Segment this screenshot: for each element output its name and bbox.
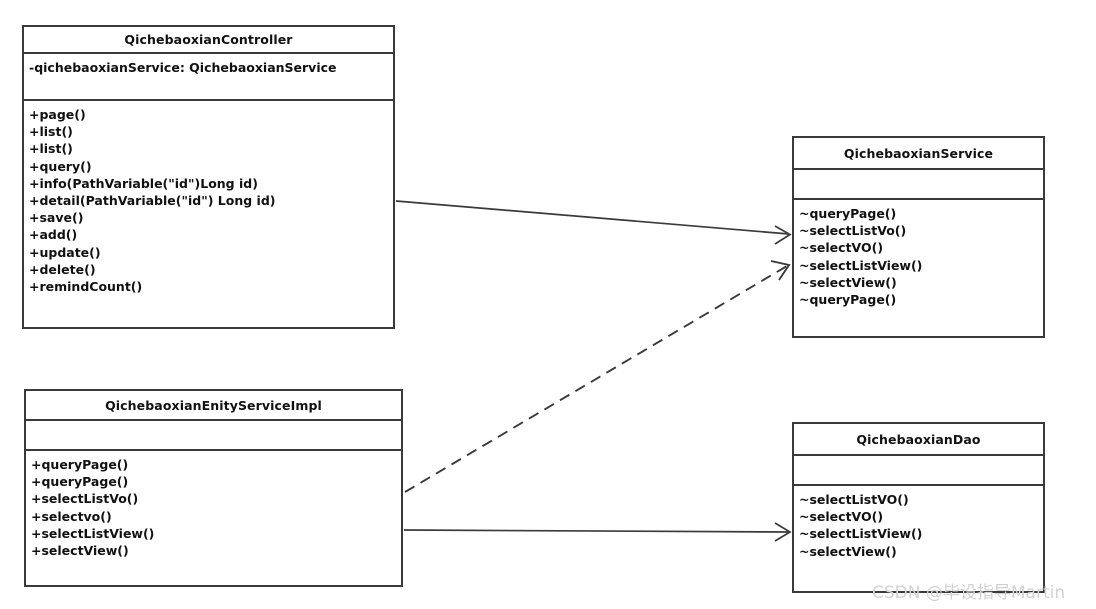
operation-row: +remindCount() — [29, 279, 143, 295]
class-attributes-controller: -qichebaoxianService: QichebaoxianServic… — [24, 54, 393, 101]
operation-row: +selectvo() — [31, 508, 112, 524]
class-name-service-impl: QichebaoxianEnityServiceImpl — [26, 391, 401, 421]
operation-row: +selectListVo() — [31, 491, 139, 507]
operation-row: +list() — [29, 124, 73, 140]
operation-row: +page() — [29, 107, 86, 122]
operation-row: +add() — [29, 227, 78, 243]
operation-row: ~queryPage() — [799, 206, 897, 221]
operation-row: ~selectView() — [799, 543, 897, 559]
operation-row: +delete() — [29, 261, 96, 277]
operation-row: ~selectView() — [799, 274, 897, 290]
operation-row: +selectListView() — [31, 525, 155, 541]
operation-row: ~selectListVO() — [799, 492, 909, 507]
operation-row: ~queryPage() — [799, 292, 897, 308]
operation-row: +detail(PathVariable("id") Long id) — [29, 193, 276, 209]
connector-service-impl-to-dao — [403, 522, 792, 542]
operation-row: +info(PathVariable("id")Long id) — [29, 175, 258, 191]
operation-row: ~selectVO() — [799, 240, 884, 256]
class-attributes-service-impl — [26, 421, 401, 451]
attribute-row: -qichebaoxianService: QichebaoxianServic… — [29, 60, 337, 75]
connector-controller-to-service — [395, 200, 792, 245]
class-box-service[interactable]: QichebaoxianService ~queryPage() ~select… — [792, 136, 1045, 338]
class-operations-service: ~queryPage() ~selectListVo() ~selectVO()… — [794, 200, 1043, 336]
operation-row: ~selectVO() — [799, 509, 884, 525]
class-attributes-service — [794, 170, 1043, 200]
class-box-dao[interactable]: QichebaoxianDao ~selectListVO() ~selectV… — [792, 422, 1045, 593]
csdn-watermark: CSDN @毕设指导Martin — [872, 583, 1066, 603]
class-box-service-impl[interactable]: QichebaoxianEnityServiceImpl +queryPage(… — [24, 389, 403, 587]
class-operations-service-impl: +queryPage() +queryPage() +selectListVo(… — [26, 451, 401, 585]
operation-row: +query() — [29, 158, 92, 174]
connector-service-impl-to-service — [404, 260, 791, 493]
operation-row: +update() — [29, 244, 101, 260]
class-box-controller[interactable]: QichebaoxianController -qichebaoxianServ… — [22, 25, 395, 329]
operation-row: ~selectListView() — [799, 257, 923, 273]
operation-row: +queryPage() — [31, 474, 129, 490]
operation-row: +queryPage() — [31, 457, 129, 472]
class-name-dao: QichebaoxianDao — [794, 424, 1043, 456]
operation-row: ~selectListView() — [799, 526, 923, 542]
class-operations-controller: +page() +list() +list() +query() +info(P… — [24, 101, 393, 327]
class-attributes-dao — [794, 456, 1043, 486]
class-name-controller: QichebaoxianController — [24, 27, 393, 54]
class-operations-dao: ~selectListVO() ~selectVO() ~selectListV… — [794, 486, 1043, 591]
operation-row: ~selectListVo() — [799, 223, 907, 239]
class-name-service: QichebaoxianService — [794, 138, 1043, 170]
operation-row: +list() — [29, 141, 73, 157]
operation-row: +selectView() — [31, 543, 129, 559]
operation-row: +save() — [29, 210, 84, 226]
